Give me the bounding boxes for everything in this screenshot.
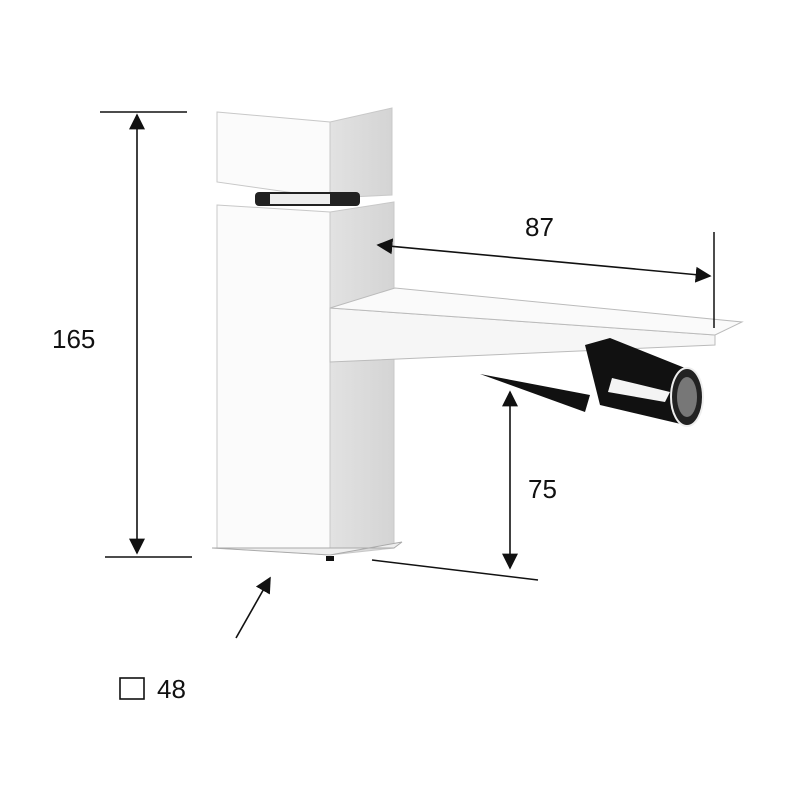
label-base-square: 48 xyxy=(157,674,186,704)
square-icon xyxy=(119,677,145,700)
dimension-87 xyxy=(376,232,715,328)
dimension-165 xyxy=(100,111,192,558)
dimension-75 xyxy=(371,390,539,581)
faucet-body xyxy=(211,107,744,561)
label-spout-reach: 87 xyxy=(525,212,554,242)
label-spout-height: 75 xyxy=(528,474,557,504)
label-height-total: 165 xyxy=(52,324,96,354)
nozzle xyxy=(585,338,704,427)
dimension-48-arrow xyxy=(235,576,271,639)
